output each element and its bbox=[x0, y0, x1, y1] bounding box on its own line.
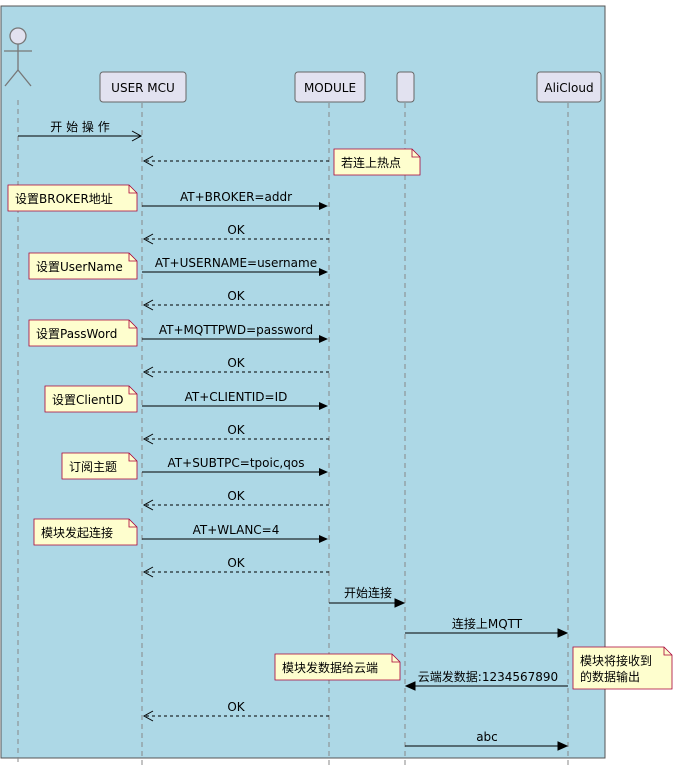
note: 设置BROKER地址 bbox=[7, 184, 138, 212]
arrowhead-solid bbox=[319, 402, 328, 410]
arrowhead-open bbox=[142, 299, 154, 311]
message-label-ok: OK bbox=[227, 489, 245, 503]
participant-alicloud-label: AliCloud bbox=[544, 81, 593, 95]
message-label-connect: 开始连接 bbox=[344, 585, 392, 600]
message-label-request: AT+SUBTPC=tpoic,qos bbox=[168, 456, 305, 470]
message-label-request: AT+CLIENTID=ID bbox=[185, 390, 288, 404]
note-text: 设置UserName bbox=[36, 260, 123, 274]
participant-alicloud: AliCloud bbox=[536, 71, 602, 103]
message-label-cloud-data: 云端发数据:1234567890 bbox=[418, 669, 558, 684]
arrowhead-open bbox=[131, 130, 143, 142]
note-text: 设置ClientID bbox=[52, 393, 124, 407]
participant-module-label: MODULE bbox=[304, 81, 356, 95]
arrowhead-open bbox=[142, 433, 154, 445]
message-label-ok: OK bbox=[227, 423, 245, 437]
arrowhead-solid bbox=[404, 681, 416, 691]
participant-user-mcu: USER MCU bbox=[99, 71, 187, 103]
note: 模块发起连接 bbox=[33, 518, 138, 546]
arrowhead-open bbox=[142, 499, 154, 511]
note-text: 的数据输出 bbox=[580, 669, 640, 684]
arrowhead-open bbox=[142, 366, 154, 378]
note: 若连上热点 bbox=[333, 148, 421, 176]
note-text: 模块发起连接 bbox=[41, 525, 113, 540]
arrowhead-solid bbox=[557, 741, 569, 751]
arrowhead-open bbox=[142, 155, 154, 167]
note: 设置UserName bbox=[28, 252, 138, 280]
message-label-mqtt: 连接上MQTT bbox=[452, 616, 523, 631]
arrowhead-solid bbox=[319, 335, 328, 343]
arrowhead-solid bbox=[319, 202, 328, 210]
at-command-pair: AT+WLANC=4OK bbox=[142, 523, 329, 578]
message-label-ok: OK bbox=[227, 556, 245, 570]
message-label-ok: OK bbox=[227, 356, 245, 370]
message-label-ok: OK bbox=[227, 223, 245, 237]
arrowhead-solid bbox=[319, 535, 328, 543]
note-text: 模块将接收到 bbox=[580, 653, 652, 668]
note-text: 模块发数据给云端 bbox=[282, 660, 378, 675]
note-text: 设置BROKER地址 bbox=[15, 192, 113, 206]
arrowhead-solid bbox=[319, 268, 328, 276]
at-command-pair: AT+CLIENTID=ID OK bbox=[142, 390, 329, 445]
message-label-start: 开 始 操 作 bbox=[50, 119, 109, 134]
message-label-request: AT+MQTTPWD=password bbox=[159, 323, 313, 337]
note-text: 订阅主题 bbox=[69, 460, 117, 474]
message-label-ok-final: OK bbox=[227, 700, 245, 714]
message-label-abc: abc bbox=[476, 730, 498, 744]
participant-user-mcu-label: USER MCU bbox=[111, 81, 175, 95]
message-label-ok: OK bbox=[227, 289, 245, 303]
arrowhead-solid bbox=[319, 468, 328, 476]
actor-icon bbox=[4, 27, 32, 87]
note-text: 若连上热点 bbox=[341, 155, 401, 170]
note: 模块发数据给云端 bbox=[274, 653, 401, 681]
arrowhead-open bbox=[142, 566, 154, 578]
note: 设置PassWord bbox=[28, 319, 138, 347]
participant-blank bbox=[396, 71, 415, 103]
message-label-request: AT+BROKER=addr bbox=[180, 190, 292, 204]
arrowhead-solid bbox=[557, 628, 569, 638]
arrowhead-open bbox=[142, 710, 154, 722]
message-label-request: AT+WLANC=4 bbox=[193, 523, 280, 537]
participant-module: MODULE bbox=[294, 71, 366, 103]
arrowhead-solid bbox=[394, 598, 406, 608]
note: 订阅主题 bbox=[61, 452, 138, 480]
diagram-frame bbox=[0, 5, 606, 759]
note: 设置ClientID bbox=[44, 385, 138, 413]
message-label-request: AT+USERNAME=username bbox=[155, 256, 317, 270]
note-text: 设置PassWord bbox=[36, 327, 117, 341]
arrowhead-open bbox=[142, 233, 154, 245]
